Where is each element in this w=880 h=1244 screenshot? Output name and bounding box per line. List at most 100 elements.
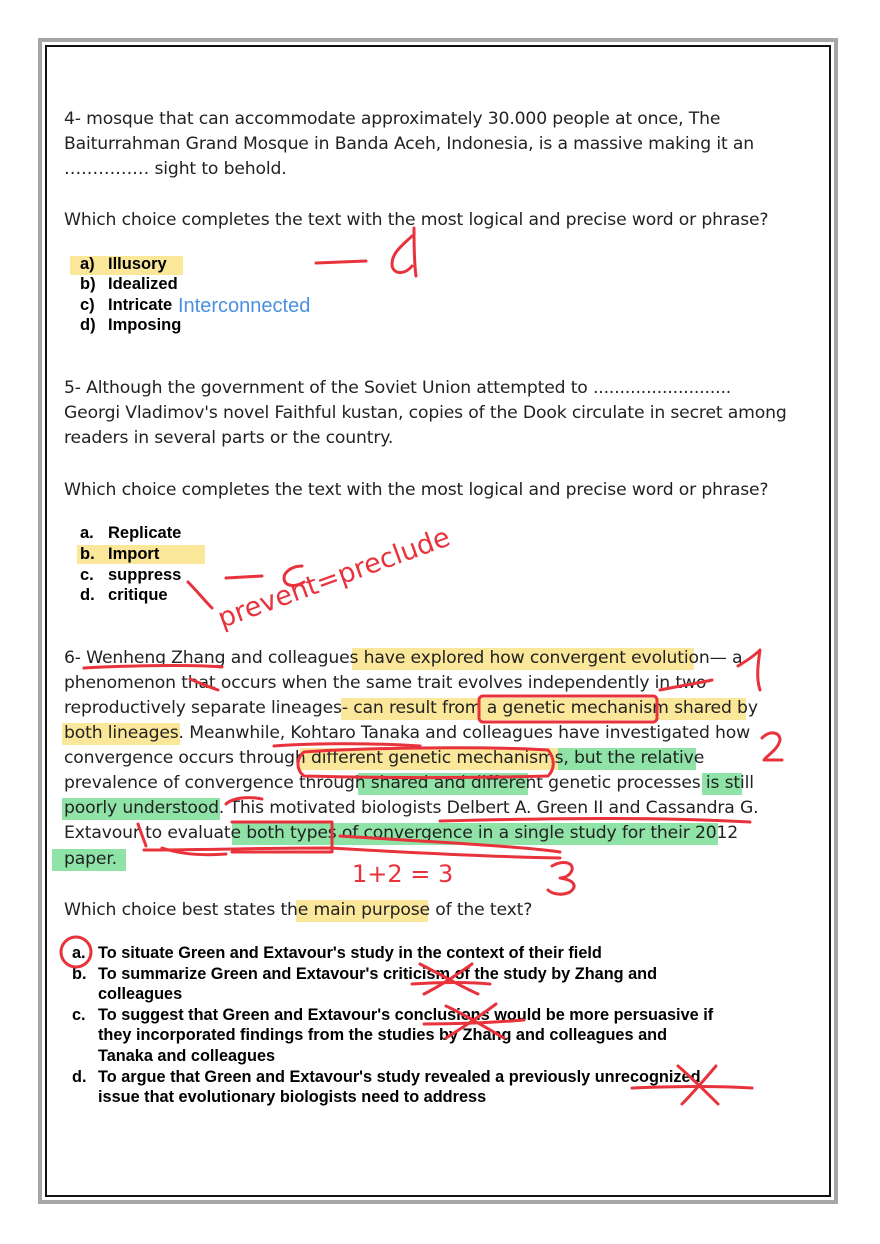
ink-box-evaluate-bottom — [160, 846, 228, 857]
q5-line-3: readers in several parts or the country. — [64, 428, 394, 448]
option-text: Import — [108, 545, 160, 563]
ink-curve-to — [136, 822, 148, 848]
answer-label: b. — [72, 965, 87, 983]
ink-underline-phenomenon — [188, 677, 220, 692]
ink-underline-extavour — [142, 846, 562, 860]
q6-line-3: reproductively separate lineages- can re… — [64, 698, 758, 718]
q6-answer-d[interactable]: d. To argue that Green and Extavour's stu… — [72, 1068, 701, 1087]
q5-line-2: Georgi Vladimov's novel Faithful kustan,… — [64, 403, 787, 423]
ink-box-evaluate — [230, 820, 334, 854]
q4-option-d[interactable]: d) Imposing — [80, 316, 181, 335]
q6-line-2: phenomenon that occurs when the same tra… — [64, 673, 707, 693]
ink-cross-criticism-2 — [422, 962, 474, 996]
highlight-paper — [52, 849, 126, 871]
q6-line-5: convergence occurs through different gen… — [64, 748, 705, 768]
option-label: b. — [80, 545, 95, 563]
ink-sum-1-2-3: 1+2 = 3 — [352, 860, 453, 888]
highlight-different-mechanisms — [300, 748, 558, 770]
ink-slash-q5 — [186, 580, 214, 610]
typed-note-interconnected: Interconnected — [178, 295, 311, 317]
option-label: d. — [80, 586, 95, 604]
q5-prompt: Which choice completes the text with the… — [64, 480, 769, 500]
highlight-but-relative — [558, 748, 696, 770]
option-label: d) — [80, 316, 96, 334]
option-text: Intricate — [108, 296, 173, 314]
q6-answer-b-line-2: colleagues — [98, 985, 183, 1003]
answer-text-line: To situate Green and Extavour's study in… — [98, 944, 602, 962]
ink-arrow-to-1 — [658, 678, 714, 692]
ink-letter-d — [390, 226, 418, 278]
ink-number-1 — [736, 648, 762, 692]
option-text: Replicate — [108, 524, 182, 542]
ink-circle-answer-a — [59, 935, 93, 969]
highlight-can-result — [341, 698, 746, 720]
q5-line-1: 5- Although the government of the Soviet… — [64, 378, 732, 398]
ink-box-genetic-mechanism — [477, 694, 659, 724]
ink-number-2 — [760, 731, 784, 762]
option-text: Imposing — [108, 316, 182, 334]
highlight-both-lineages — [62, 723, 180, 745]
q4-line-1: 4- mosque that can accommodate approxima… — [64, 109, 721, 129]
q5-option-c[interactable]: c. suppress — [80, 566, 181, 585]
option-label: c) — [80, 296, 95, 314]
ink-underline-criticism — [410, 981, 492, 986]
ink-number-3 — [546, 861, 576, 896]
q6-line-6: prevalence of convergence through shared… — [64, 773, 754, 793]
q6-answer-a[interactable]: a. To situate Green and Extavour's study … — [72, 944, 602, 963]
ink-cross-conclusions-2 — [444, 1002, 498, 1040]
q6-line-9: paper. — [64, 849, 117, 869]
answer-label: a. — [72, 944, 86, 962]
option-text: critique — [108, 586, 168, 604]
option-text: suppress — [108, 566, 182, 584]
q4-line-2: Baiturrahman Grand Mosque in Banda Aceh,… — [64, 134, 755, 154]
ink-box-different-mechanisms — [296, 746, 555, 779]
highlight-still — [702, 773, 742, 795]
answer-text-line: To summarize Green and Extavour's critic… — [98, 965, 658, 983]
ink-underline-delbert — [438, 817, 752, 824]
q4-option-c[interactable]: c) Intricate — [80, 296, 172, 315]
ink-letter-c — [282, 564, 306, 587]
q4-prompt: Which choice completes the text with the… — [64, 210, 769, 230]
answer-text-line: To suggest that Green and Extavour's con… — [98, 1006, 714, 1024]
answer-label: c. — [72, 1006, 86, 1024]
q5-option-d[interactable]: d. critique — [80, 586, 168, 605]
highlight-both-types — [232, 823, 718, 845]
answer-label: d. — [72, 1068, 87, 1086]
ink-cross-conclusions-1 — [444, 1004, 506, 1040]
q6-line-8: Extavour to evaluate both types of conve… — [64, 823, 739, 843]
ink-dash-q5 — [224, 574, 264, 580]
q6-answer-c[interactable]: c. To suggest that Green and Extavour's c… — [72, 1006, 713, 1025]
highlight-explored — [352, 648, 694, 670]
highlight-q4-option-a — [70, 256, 183, 275]
ink-prevent-preclude: prevent=preclude — [214, 522, 454, 635]
q6-prompt: Which choice best states the main purpos… — [64, 900, 533, 920]
q4-option-b[interactable]: b) Idealized — [80, 275, 178, 294]
ink-underline-kohtaro — [272, 742, 422, 748]
option-label: b) — [80, 275, 96, 293]
q6-line-7: poorly understood. This motivated biolog… — [64, 798, 759, 818]
q6-answer-b[interactable]: b. To summarize Green and Extavour's crit… — [72, 965, 657, 984]
ink-underline-wenheng — [82, 663, 224, 670]
ink-dash-q4 — [314, 259, 368, 265]
ink-underline-unrecognized — [630, 1085, 754, 1090]
option-label: a) — [80, 255, 95, 273]
ink-cross-unrecognized-2 — [680, 1064, 718, 1106]
q5-option-b[interactable]: b. Import — [80, 545, 159, 564]
q4-option-a[interactable]: a)Illusory — [80, 255, 167, 274]
q6-answer-c-line-2: they incorporated findings from the stud… — [98, 1026, 668, 1044]
highlight-main-purpose — [296, 900, 428, 922]
option-text: Idealized — [108, 275, 178, 293]
ink-strike-of-convergence — [338, 834, 562, 854]
ink-underline-conclusions — [422, 1018, 526, 1026]
option-label: a. — [80, 524, 94, 542]
option-label: c. — [80, 566, 94, 584]
q6-line-1: 6- Wenheng Zhang and colleagues have exp… — [64, 648, 743, 668]
q6-answer-c-line-3: Tanaka and colleagues — [98, 1047, 276, 1065]
q6-answer-d-line-2: issue that evolutionary biologists need … — [98, 1088, 487, 1106]
ink-curve-this — [224, 796, 264, 806]
answer-text-line: To argue that Green and Extavour's study… — [98, 1068, 701, 1086]
page-border — [45, 45, 831, 1197]
page-frame — [38, 38, 838, 1204]
q5-option-a[interactable]: a. Replicate — [80, 524, 181, 543]
